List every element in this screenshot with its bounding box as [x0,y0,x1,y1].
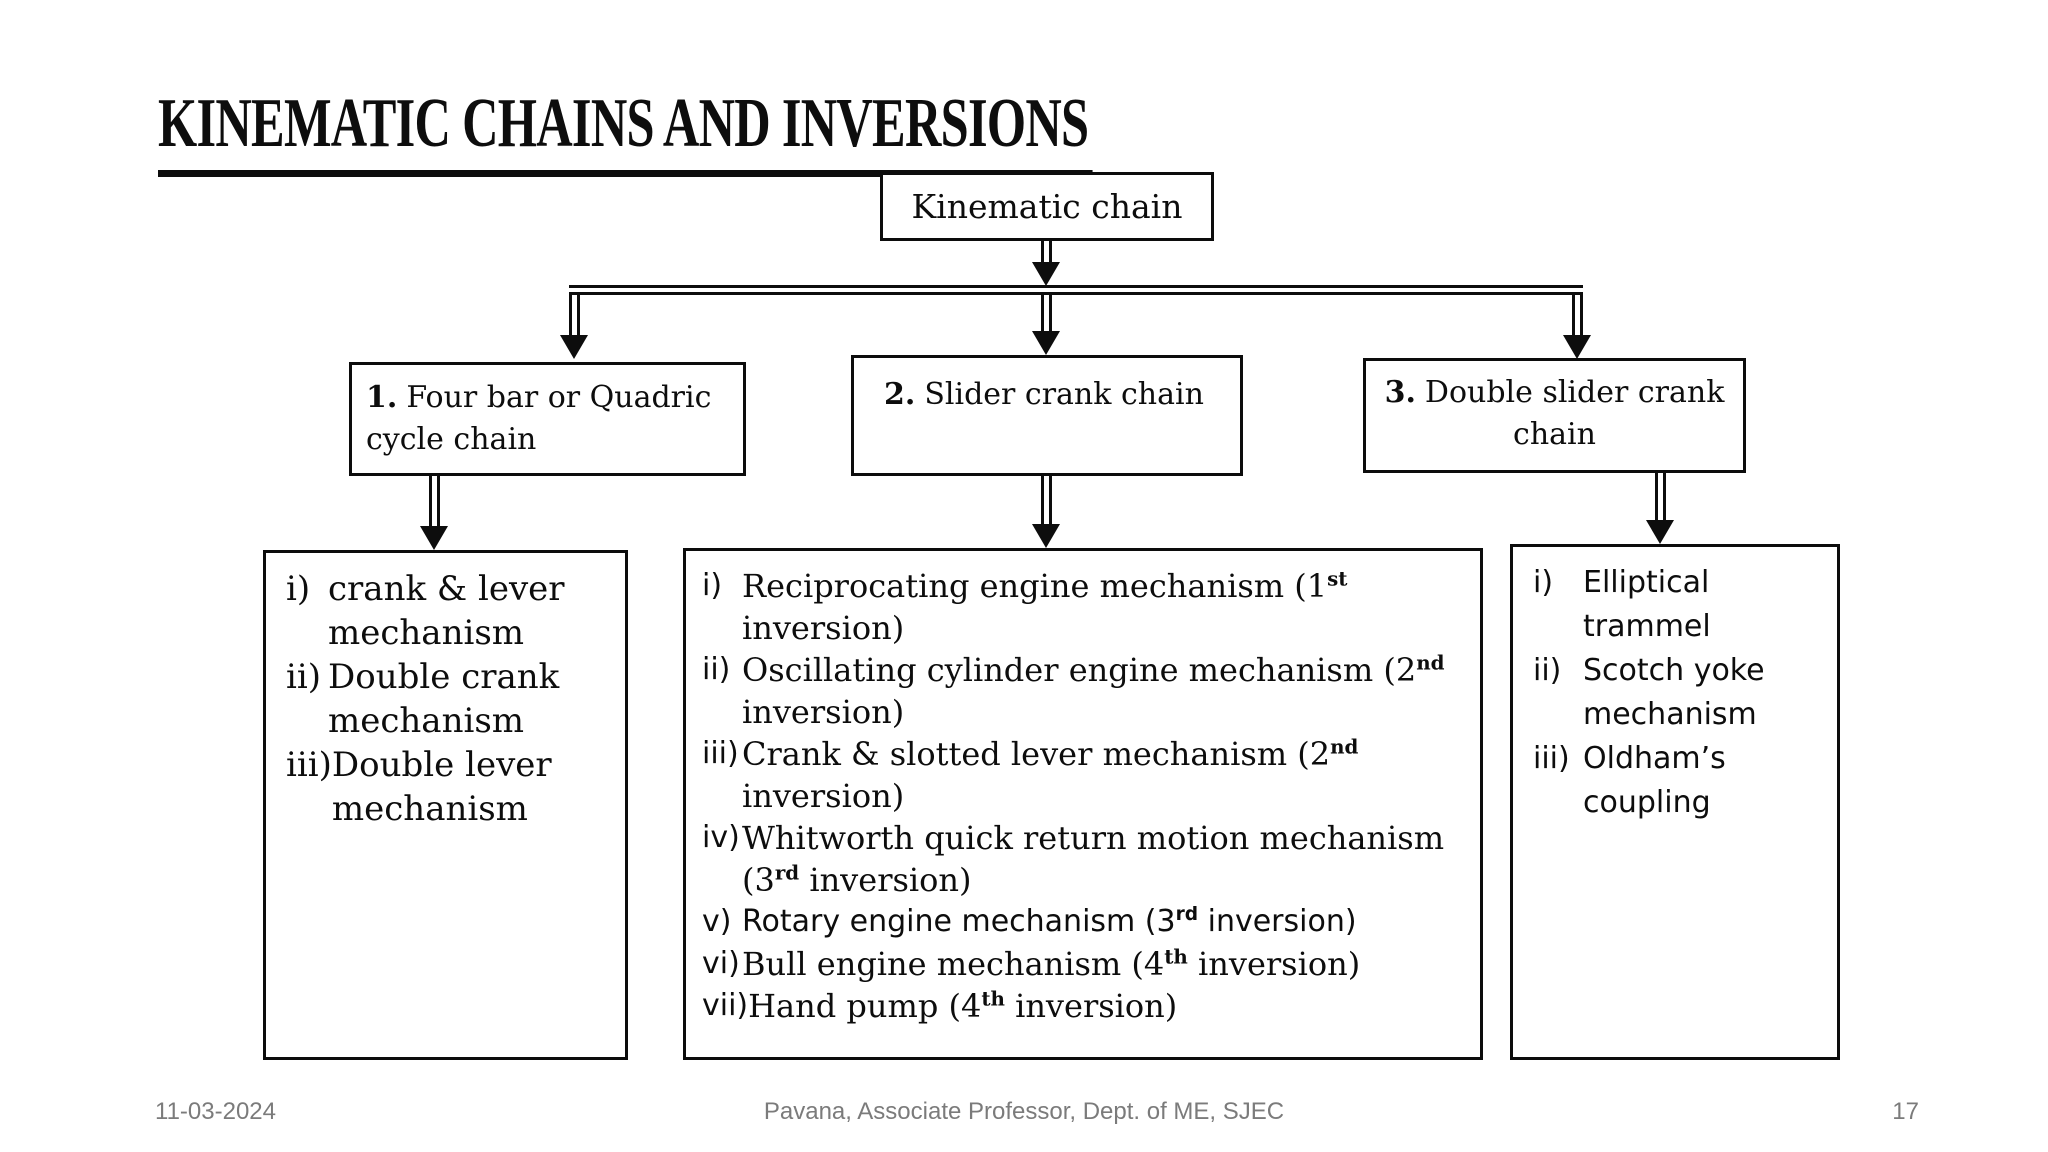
list-item-text: crank & lever mechanism [328,569,565,653]
list-item: iii)Double lever mechanism [266,743,625,831]
branch-box-double-slider: 3.Double slider crank chain [1363,358,1746,473]
branch-label: Four bar or Quadric cycle chain [366,380,712,457]
arrow-head-branch2 [1032,331,1060,355]
list-item-marker: ii) [702,652,731,687]
list-item-text: Bull engine mechanism (4th inversion) [742,944,1361,983]
slide-footer: 11-03-2024 Pavana, Associate Professor, … [0,1098,2048,1138]
connector-branch1-shaft [569,294,580,336]
list-item-text: Whitworth quick return motion mechanism … [742,819,1445,899]
connector-root-shaft [1041,240,1052,265]
list-item-text: Hand pump (4th inversion) [748,986,1178,1025]
list-item-text: Scotch yoke mechanism [1583,653,1765,732]
list-item-marker: iii) [1533,741,1570,776]
list-item-marker: iii) [286,745,332,785]
arrow-head-leaf2 [1032,524,1060,548]
list-item-marker: iii) [702,736,739,771]
leaf-box-slider-crank-inversions: i) Reciprocating engine mechanism (1st in… [683,548,1483,1060]
list-item-marker: i) [702,568,723,603]
list-item: i) Elliptical trammel [1513,561,1837,649]
branch-number: 2. [884,377,916,412]
connector-branch-line [569,285,1583,295]
list-item: v) Rotary engine mechanism (3rd inversion… [686,901,1480,943]
footer-credit: Pavana, Associate Professor, Dept. of ME… [763,1098,1285,1125]
list-item-marker: vi) [702,946,740,981]
list-item: iv)Whitworth quick return motion mechani… [686,817,1480,901]
list-item-text: Double crank mechanism [328,657,560,741]
list-item: ii) Oscillating cylinder engine mechanism… [686,649,1480,733]
page-title: KINEMATIC CHAINS AND INVERSIONS [158,84,1093,177]
connector-leaf3-shaft [1655,472,1666,521]
arrow-head-leaf1 [420,526,448,550]
connector-leaf2-shaft [1041,475,1052,525]
branch-number: 1. [366,380,398,415]
list-item-marker: i) [1533,565,1554,600]
list-item-text: Oldham’s coupling [1583,741,1726,820]
list-item-marker: ii) [286,657,322,697]
connector-branch2-shaft [1041,294,1052,332]
list-item: iii) Oldham’s coupling [1513,737,1837,825]
leaf-box-double-slider-inversions: i) Elliptical trammel ii) Scotch yoke mecha… [1510,544,1840,1060]
list-item-marker: v) [702,904,732,939]
list-item-text: Reciprocating engine mechanism (1st inve… [742,566,1348,647]
connector-branch3-shaft [1572,294,1583,336]
connector-leaf1-shaft [429,475,440,527]
list-item-marker: vii) [702,988,749,1023]
list-item-text: Crank & slotted lever mechanism (2nd inv… [742,734,1359,815]
list-item: ii) Scotch yoke mechanism [1513,649,1837,737]
arrow-head-leaf3 [1646,520,1674,544]
footer-date: 11-03-2024 [155,1098,276,1125]
branch-label: Slider crank chain [924,377,1204,412]
list-item: i) Reciprocating engine mechanism (1st in… [686,565,1480,649]
root-box-label: Kinematic chain [911,187,1183,226]
list-item-marker: ii) [1533,653,1562,688]
footer-page-number: 17 [1892,1098,1919,1125]
arrow-head-branch1 [560,335,588,359]
root-box-kinematic-chain: Kinematic chain [880,172,1214,241]
branch-number: 3. [1384,375,1416,410]
branch-label: Double slider crank chain [1424,375,1725,452]
list-item: ii)Double crank mechanism [266,655,625,743]
list-item-marker: iv) [702,820,740,855]
list-item-text: Elliptical trammel [1583,565,1711,644]
list-item-text: Oscillating cylinder engine mechanism (2… [742,650,1445,731]
list-item: i) crank & lever mechanism [266,567,625,655]
arrow-head-branch3 [1563,335,1591,359]
branch-box-slider-crank: 2.Slider crank chain [851,355,1243,476]
list-item: vii)Hand pump (4th inversion) [686,985,1480,1027]
list-item: vi)Bull engine mechanism (4th inversion) [686,943,1480,985]
branch-box-four-bar: 1.Four bar or Quadric cycle chain [349,362,746,476]
list-item: iii)Crank & slotted lever mechanism (2nd… [686,733,1480,817]
list-item-text: Rotary engine mechanism (3rd inversion) [742,904,1357,939]
list-item-marker: i) [286,569,311,609]
list-item-text: Double lever mechanism [331,745,552,829]
arrow-head-root [1032,262,1060,286]
